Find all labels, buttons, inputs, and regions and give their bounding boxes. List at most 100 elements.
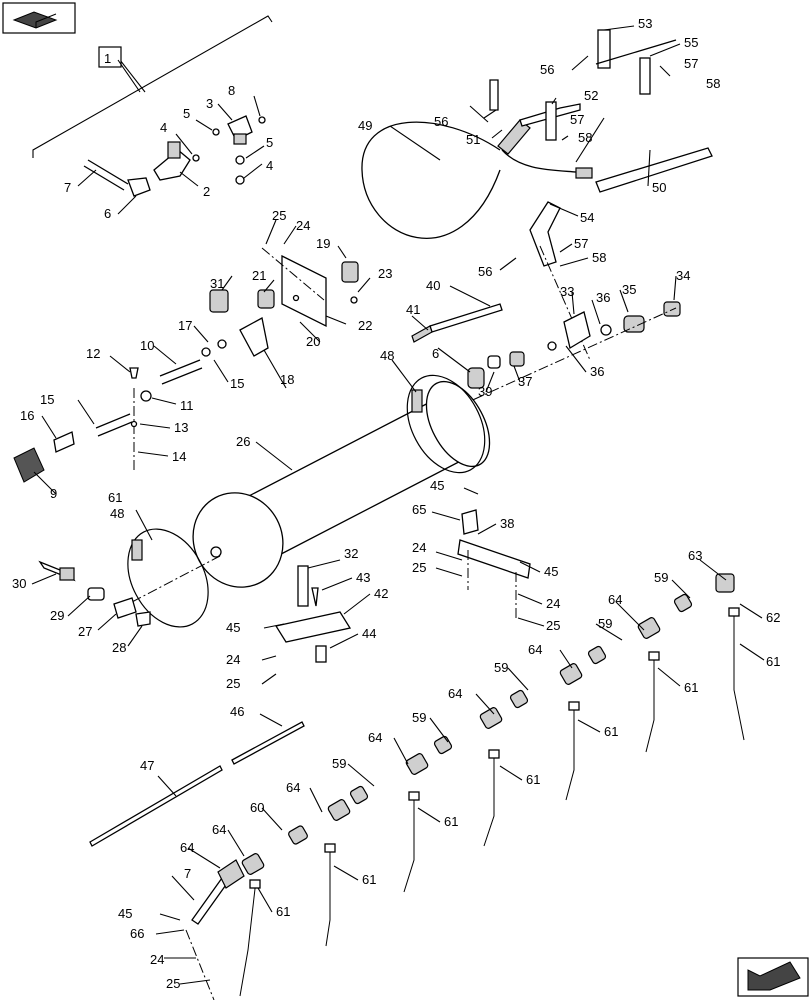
callout-label: 35 xyxy=(622,282,636,297)
callout-label: 58 xyxy=(706,76,720,91)
callout-label: 62 xyxy=(766,610,780,625)
callout-label: 66 xyxy=(130,926,144,941)
callout-label: 27 xyxy=(78,624,92,639)
callout-label: 14 xyxy=(172,449,186,464)
callout-label: 5 xyxy=(266,135,273,150)
callout-label: 58 xyxy=(578,130,592,145)
callout-label: 4 xyxy=(266,158,273,173)
callout-label: 63 xyxy=(688,548,702,563)
callout-label: 61 xyxy=(276,904,290,919)
callout-label: 6 xyxy=(104,206,111,221)
callout-label: 61 xyxy=(362,872,376,887)
callout-label: 48 xyxy=(380,348,394,363)
callout-label: 42 xyxy=(374,586,388,601)
callout-label: 26 xyxy=(236,434,250,449)
callout-label: 47 xyxy=(140,758,154,773)
callout-label: 57 xyxy=(570,112,584,127)
callout-label: 24 xyxy=(412,540,426,555)
callout-label: 29 xyxy=(50,608,64,623)
callout-label: 17 xyxy=(178,318,192,333)
callout-label: 51 xyxy=(466,132,480,147)
callout-label: 16 xyxy=(20,408,34,423)
callout-label: 56 xyxy=(434,114,448,129)
callout-label: 45 xyxy=(430,478,444,493)
callout-label: 52 xyxy=(584,88,598,103)
callout-label: 59 xyxy=(654,570,668,585)
callout-label: 61 xyxy=(444,814,458,829)
callout-label: 41 xyxy=(406,302,420,317)
callout-label: 40 xyxy=(426,278,440,293)
callout-label: 64 xyxy=(368,730,382,745)
callout-label: 18 xyxy=(280,372,294,387)
callout-label: 57 xyxy=(684,56,698,71)
callout-label: 58 xyxy=(592,250,606,265)
callout-label: 34 xyxy=(676,268,690,283)
callout-label: 30 xyxy=(12,576,26,591)
callout-label: 64 xyxy=(448,686,462,701)
callout-label: 61 xyxy=(766,654,780,669)
callout-label: 13 xyxy=(174,420,188,435)
callout-label: 59 xyxy=(494,660,508,675)
callout-label: 53 xyxy=(638,16,652,31)
callout-label: 25 xyxy=(412,560,426,575)
callout-label: 50 xyxy=(652,180,666,195)
callout-label: 2 xyxy=(203,184,210,199)
next-page-arrow-icon[interactable] xyxy=(737,957,809,997)
callout-label: 24 xyxy=(296,218,310,233)
callout-label: 24 xyxy=(546,596,560,611)
callout-label: 6 xyxy=(432,346,439,361)
callout-label: 7 xyxy=(64,180,71,195)
callout-label: 55 xyxy=(684,35,698,50)
callout-label: 33 xyxy=(560,284,574,299)
callout-label: 4 xyxy=(160,120,167,135)
callout-label: 61 xyxy=(684,680,698,695)
callout-label: 45 xyxy=(226,620,240,635)
callout-label: 59 xyxy=(332,756,346,771)
callout-label: 64 xyxy=(608,592,622,607)
callout-label: 49 xyxy=(358,118,372,133)
callout-label: 64 xyxy=(212,822,226,837)
callout-label: 25 xyxy=(272,208,286,223)
callout-label: 12 xyxy=(86,346,100,361)
callout-label: 48 xyxy=(110,506,124,521)
callout-label: 60 xyxy=(250,800,264,815)
callout-labels: 1 2 3 4 4 5 5 6 6 7 7 8 9 10 11 12 13 14… xyxy=(12,16,780,991)
callout-label: 25 xyxy=(546,618,560,633)
callout-label: 54 xyxy=(580,210,594,225)
callout-label: 39 xyxy=(478,384,492,399)
callout-label: 11 xyxy=(180,398,194,413)
callout-label: 59 xyxy=(598,616,612,631)
callout-label: 3 xyxy=(206,96,213,111)
callout-label: 9 xyxy=(50,486,57,501)
callout-label: 19 xyxy=(316,236,330,251)
callout-label: 45 xyxy=(544,564,558,579)
callout-label: 10 xyxy=(140,338,154,353)
callout-label: 64 xyxy=(286,780,300,795)
callout-label: 8 xyxy=(228,83,235,98)
callout-label: 46 xyxy=(230,704,244,719)
callout-label: 61 xyxy=(108,490,122,505)
callout-label: 20 xyxy=(306,334,320,349)
book-nav-icon[interactable] xyxy=(2,2,76,34)
callout-label: 15 xyxy=(230,376,244,391)
callout-label: 64 xyxy=(528,642,542,657)
callout-label: 56 xyxy=(478,264,492,279)
callout-label: 57 xyxy=(574,236,588,251)
callout-label: 21 xyxy=(252,268,266,283)
callout-label: 64 xyxy=(180,840,194,855)
callout-label: 24 xyxy=(226,652,240,667)
callout-label: 25 xyxy=(166,976,180,991)
callout-label: 56 xyxy=(540,62,554,77)
callout-label: 65 xyxy=(412,502,426,517)
callout-label: 36 xyxy=(590,364,604,379)
callout-label: 28 xyxy=(112,640,126,655)
callout-label: 25 xyxy=(226,676,240,691)
callout-label: 24 xyxy=(150,952,164,967)
callout-label: 38 xyxy=(500,516,514,531)
callout-label: 36 xyxy=(596,290,610,305)
callout-label: 61 xyxy=(604,724,618,739)
callout-label: 5 xyxy=(183,106,190,121)
callout-label: 31 xyxy=(210,276,224,291)
